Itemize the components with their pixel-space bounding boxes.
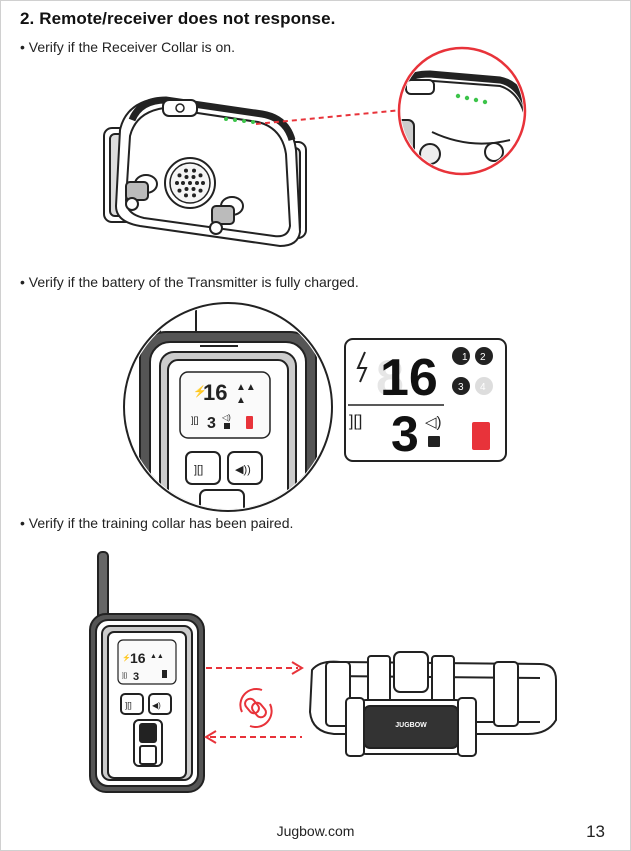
svg-text:▲▲: ▲▲ bbox=[150, 653, 164, 660]
svg-text:][]: ][] bbox=[125, 701, 132, 710]
speaker-hole bbox=[199, 189, 203, 193]
speaker-hole bbox=[185, 175, 189, 179]
page-number: 13 bbox=[586, 822, 605, 842]
transmitter-zoom-circle: ⚡ 16 ▲▲ ▲ ][] 3 ◁) ][] ◀)) bbox=[124, 300, 332, 532]
speaker-hole bbox=[188, 181, 192, 185]
speaker-hole bbox=[185, 187, 189, 191]
svg-text:16: 16 bbox=[130, 650, 146, 666]
pairing-arrows bbox=[206, 662, 302, 743]
speaker-hole bbox=[192, 169, 196, 173]
svg-text:◀): ◀) bbox=[152, 701, 161, 710]
svg-text:◁): ◁) bbox=[222, 413, 231, 422]
channel-3-label: 3 bbox=[458, 382, 464, 393]
svg-text:][]: ][] bbox=[122, 673, 127, 679]
lcd-small-number: 3 bbox=[391, 406, 419, 462]
speaker-hole bbox=[184, 169, 188, 173]
speaker-hole bbox=[201, 181, 205, 185]
footer-website: Jugbow.com bbox=[0, 823, 631, 839]
speaker-hole bbox=[192, 175, 196, 179]
mini-lcd-small-number: 3 bbox=[207, 415, 216, 432]
svg-text:▲: ▲ bbox=[236, 395, 246, 406]
speaker-hole bbox=[181, 181, 185, 185]
svg-text:][]: ][] bbox=[194, 464, 203, 476]
collar-brand-label: JUGBOW bbox=[395, 722, 427, 729]
speaker-hole bbox=[195, 181, 199, 185]
svg-text:][]: ][] bbox=[191, 415, 199, 425]
receiver-collar-illustration bbox=[104, 98, 306, 246]
channel-2-label: 2 bbox=[480, 352, 486, 363]
svg-text:◀)): ◀)) bbox=[235, 464, 251, 476]
speaker-hole bbox=[177, 189, 181, 193]
svg-text:][]: ][] bbox=[349, 413, 362, 430]
svg-text:3: 3 bbox=[133, 671, 139, 683]
svg-text:▲▲: ▲▲ bbox=[236, 382, 256, 393]
pairing-link-icon bbox=[240, 689, 271, 727]
collar-with-strap-illustration bbox=[310, 652, 556, 756]
speaker-hole bbox=[177, 173, 181, 177]
channel-1-label: 1 bbox=[462, 352, 468, 363]
speaker-hole bbox=[192, 187, 196, 191]
speaker-hole bbox=[184, 193, 188, 197]
zoom-detail-circle bbox=[390, 48, 530, 180]
transmitter-remote-illustration bbox=[90, 552, 204, 792]
speaker-hole bbox=[175, 181, 179, 185]
speaker-hole bbox=[199, 173, 203, 177]
mini-lcd-number: 16 bbox=[203, 380, 227, 405]
svg-text:◁): ◁) bbox=[425, 414, 442, 431]
speaker-hole bbox=[192, 193, 196, 197]
channel-4-label: 4 bbox=[480, 382, 486, 393]
lcd-big-number: 16 bbox=[380, 349, 438, 407]
